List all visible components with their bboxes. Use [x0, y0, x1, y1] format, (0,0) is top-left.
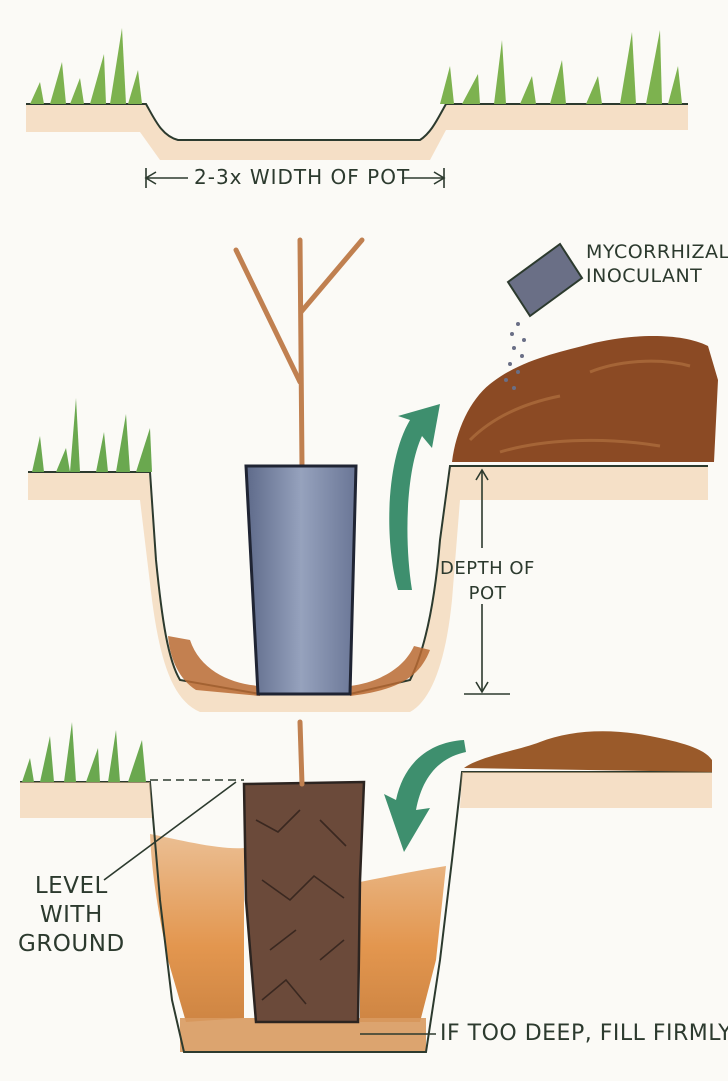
level-label-line-3: GROUND — [18, 930, 125, 959]
fill-label: IF TOO DEEP, FILL FIRMLY — [440, 1022, 728, 1046]
stage-2-pot-in-hole — [28, 240, 718, 712]
hole-outline — [28, 466, 708, 694]
mycorrhizal-label-line-2: INOCULANT — [586, 265, 728, 289]
upward-arrow — [389, 404, 440, 590]
sapling-stem — [236, 240, 362, 466]
depth-label: DEPTH OF POT — [440, 556, 535, 606]
downward-arrow — [384, 740, 466, 852]
grass-tuft-left — [30, 28, 142, 104]
level-label-line-1: LEVEL — [18, 872, 125, 901]
ground-soil — [26, 104, 688, 160]
stage-1-hole — [26, 28, 688, 188]
depth-label-line-2: POT — [440, 581, 535, 606]
compost-pile — [452, 336, 718, 462]
ground-soil — [20, 772, 712, 818]
compost-pile — [464, 731, 712, 772]
plant-pot — [246, 466, 356, 694]
level-label: LEVEL WITH GROUND — [18, 872, 125, 958]
sapling-stem — [300, 722, 302, 784]
depth-label-line-1: DEPTH OF — [440, 556, 535, 581]
width-label: 2-3x WIDTH OF POT — [194, 166, 410, 188]
grass-tuft-right — [440, 30, 682, 104]
root-ball — [244, 782, 364, 1022]
hole-soil — [28, 466, 708, 712]
grass-tuft-left — [22, 722, 146, 782]
mycorrhizal-label-line-1: MYCORRHIZAL — [586, 241, 728, 265]
grass-tuft-left — [32, 398, 152, 472]
mycorrhizal-label: MYCORRHIZAL INOCULANT — [586, 241, 728, 289]
level-label-line-2: WITH — [18, 901, 125, 930]
